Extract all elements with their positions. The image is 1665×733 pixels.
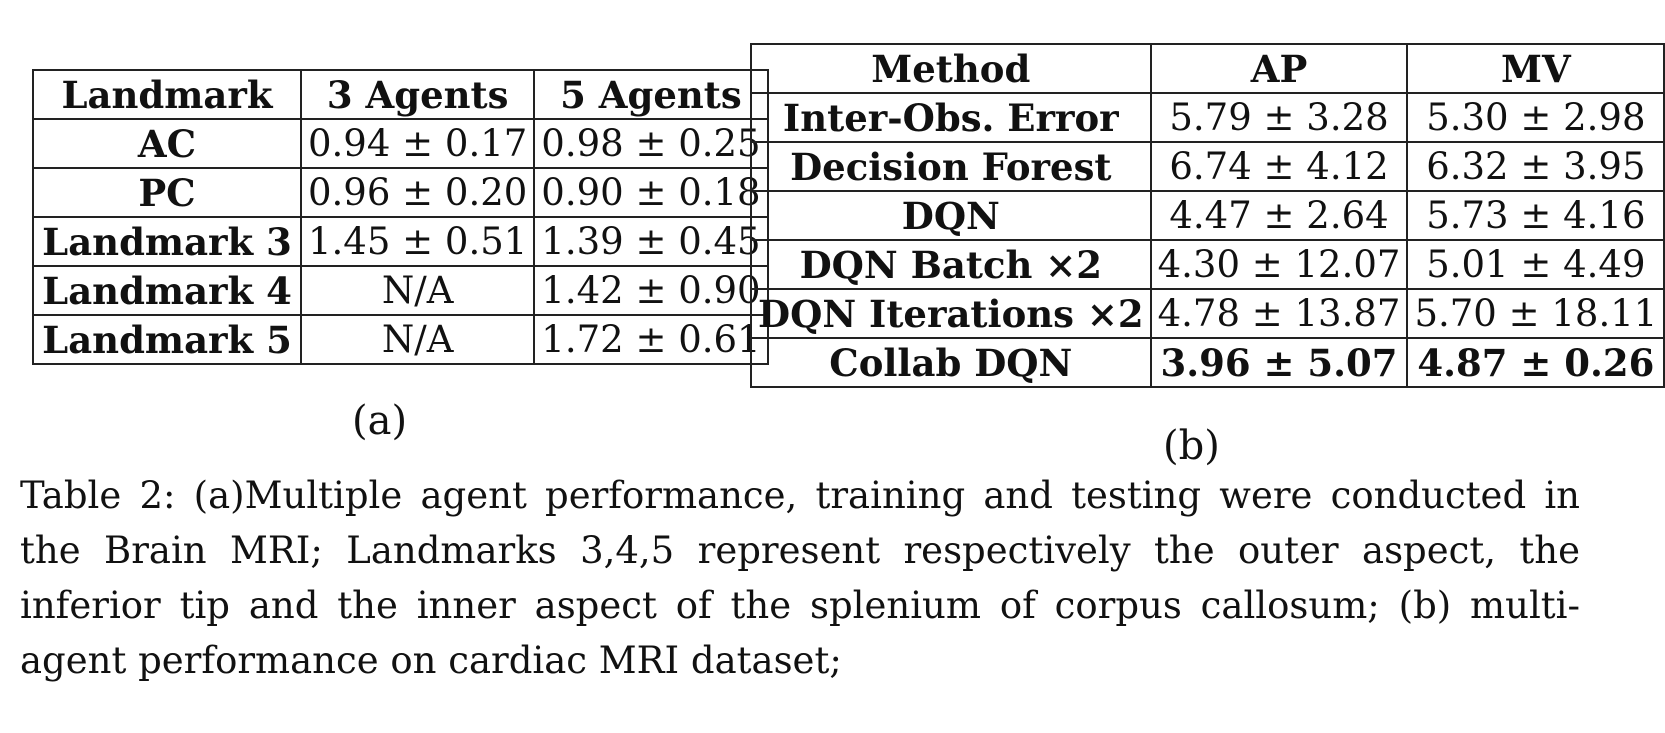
table-b: Method AP MV Inter-Obs. Error 5.79 ± 3.2… [750, 43, 1665, 388]
table-row: Landmark 4 N/A 1.42 ± 0.90 [32, 265, 769, 316]
table-row: DQN 4.47 ± 2.64 5.73 ± 4.16 [750, 190, 1665, 241]
subtable-label-a: (a) [352, 398, 408, 444]
table-cell: 4.30 ± 12.07 [1149, 239, 1409, 290]
table-cell: 5.01 ± 4.49 [1406, 239, 1665, 290]
column-header: 3 Agents [299, 69, 536, 120]
table-cell: 1.45 ± 0.51 [299, 216, 536, 267]
table-cell-best: 4.87 ± 0.26 [1406, 337, 1665, 388]
table-row: DQN Batch ×2 4.30 ± 12.07 5.01 ± 4.49 [750, 239, 1665, 290]
table-cell: 4.78 ± 13.87 [1149, 288, 1409, 339]
table-caption: Table 2: (a)Multiple agent performance, … [20, 474, 1580, 682]
table-cell: 0.90 ± 0.18 [533, 167, 769, 218]
table-cell: N/A [299, 265, 536, 316]
table-header-row: Landmark 3 Agents 5 Agents [32, 69, 769, 120]
table-cell: 5.73 ± 4.16 [1406, 190, 1665, 241]
table-cell: 5.30 ± 2.98 [1406, 92, 1665, 143]
table-cell: 0.98 ± 0.25 [533, 118, 769, 169]
table-cell: N/A [299, 314, 536, 365]
row-label: PC [32, 167, 302, 218]
column-header: Method [750, 43, 1152, 94]
table-row: PC 0.96 ± 0.20 0.90 ± 0.18 [32, 167, 769, 218]
table-row: Landmark 5 N/A 1.72 ± 0.61 [32, 314, 769, 365]
row-label: Landmark 4 [32, 265, 302, 316]
table-cell: 0.96 ± 0.20 [299, 167, 536, 218]
table-cell-best: 3.96 ± 5.07 [1149, 337, 1409, 388]
column-header: AP [1149, 43, 1409, 94]
table-row: Inter-Obs. Error 5.79 ± 3.28 5.30 ± 2.98 [750, 92, 1665, 143]
row-label: DQN Batch ×2 [750, 239, 1152, 290]
row-label: Decision Forest [750, 141, 1152, 192]
column-header: Landmark [32, 69, 302, 120]
table-row: AC 0.94 ± 0.17 0.98 ± 0.25 [32, 118, 769, 169]
row-label: DQN Iterations ×2 [750, 288, 1152, 339]
row-label: Inter-Obs. Error [750, 92, 1152, 143]
column-header: 5 Agents [533, 69, 769, 120]
row-label: AC [32, 118, 302, 169]
table-row: Landmark 3 1.45 ± 0.51 1.39 ± 0.45 [32, 216, 769, 267]
subtable-label-b: (b) [1163, 423, 1220, 469]
table-cell: 1.39 ± 0.45 [533, 216, 769, 267]
table-cell: 0.94 ± 0.17 [299, 118, 536, 169]
table-row: DQN Iterations ×2 4.78 ± 13.87 5.70 ± 18… [750, 288, 1665, 339]
table-cell: 5.70 ± 18.11 [1406, 288, 1665, 339]
table-cell: 6.74 ± 4.12 [1149, 141, 1409, 192]
table-row: Decision Forest 6.74 ± 4.12 6.32 ± 3.95 [750, 141, 1665, 192]
table-row: Collab DQN 3.96 ± 5.07 4.87 ± 0.26 [750, 337, 1665, 388]
column-header: MV [1406, 43, 1665, 94]
row-label: Landmark 3 [32, 216, 302, 267]
table-cell: 1.42 ± 0.90 [533, 265, 769, 316]
row-label: Collab DQN [750, 337, 1152, 388]
table-header-row: Method AP MV [750, 43, 1665, 94]
row-label: DQN [750, 190, 1152, 241]
table-cell: 5.79 ± 3.28 [1149, 92, 1409, 143]
table-cell: 6.32 ± 3.95 [1406, 141, 1665, 192]
table-cell: 4.47 ± 2.64 [1149, 190, 1409, 241]
table-a: Landmark 3 Agents 5 Agents AC 0.94 ± 0.1… [32, 69, 769, 365]
table-cell: 1.72 ± 0.61 [533, 314, 769, 365]
row-label: Landmark 5 [32, 314, 302, 365]
